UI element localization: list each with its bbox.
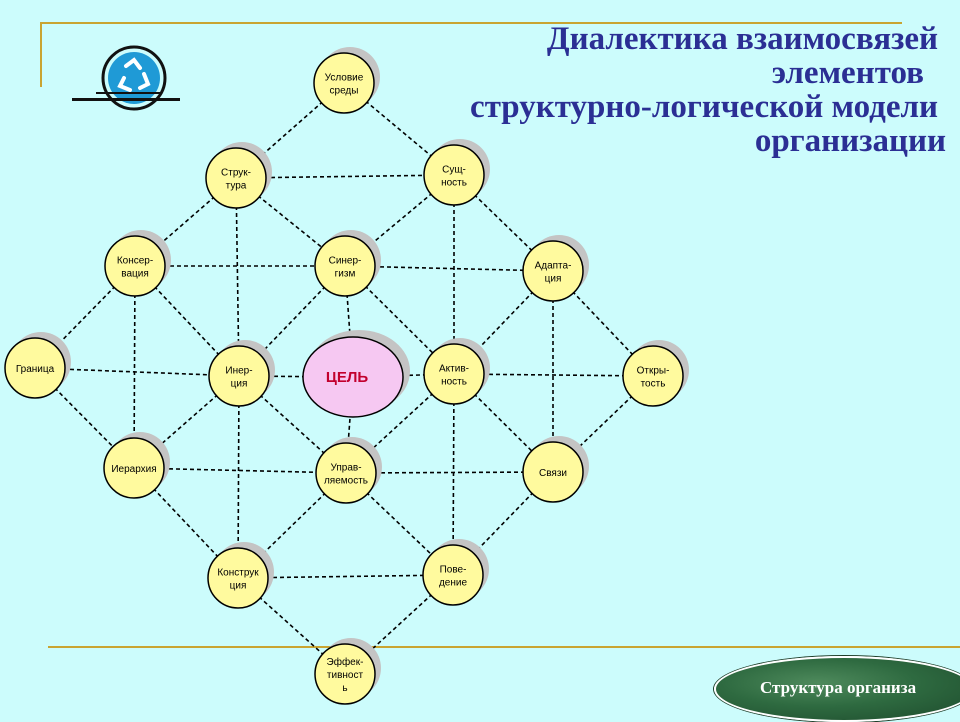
edge-aktivnost-povedenie xyxy=(452,373,455,576)
node-circle xyxy=(313,52,375,114)
title-line-1: Диалектика взаимосвязей xyxy=(546,21,938,57)
edge-struktura-inerciya xyxy=(235,177,240,377)
edge-ierarhiya-upravlyaemost xyxy=(133,467,347,474)
node-circle xyxy=(423,343,485,405)
node-inerciya: Инер-ция xyxy=(208,340,275,407)
node-label: Связи xyxy=(539,468,567,479)
node-label: Актив- xyxy=(439,364,469,375)
node-center-circle xyxy=(302,336,404,418)
node-label: тость xyxy=(641,379,666,390)
node-otkrytost: Откры-тость xyxy=(622,340,689,407)
node-uslovie: Условие среды xyxy=(313,47,380,114)
node-circle xyxy=(522,240,584,302)
node-circle xyxy=(314,643,376,705)
node-label: Сущ- xyxy=(442,165,466,176)
node-ierarhiya: Иерархия xyxy=(103,432,170,499)
node-label: Инер- xyxy=(225,366,252,377)
diagram-nodes: ЦЕЛЬУсловиесредыСтрук-тураСущ-ностьКонсе… xyxy=(4,47,689,705)
node-label: Управ- xyxy=(330,463,361,474)
node-circle xyxy=(205,147,267,209)
structure-nav-button[interactable]: Структура организа xyxy=(714,656,960,722)
node-struktura: Струк-тура xyxy=(205,142,272,209)
logo-underline-2 xyxy=(96,92,160,94)
node-label: Консер- xyxy=(117,256,153,267)
node-center-goal: ЦЕЛЬ xyxy=(302,330,410,418)
node-label: Адапта- xyxy=(535,261,572,272)
node-circle xyxy=(622,345,684,407)
left-accent-line xyxy=(40,22,42,87)
node-granica: Граница xyxy=(4,332,71,399)
node-konstrukciya: Конструк ция xyxy=(207,542,274,609)
edge-struktura-sushnost xyxy=(235,174,455,179)
bottom-accent-line xyxy=(48,646,960,648)
node-circle xyxy=(103,437,165,499)
node-circle xyxy=(522,441,584,503)
node-label: Откры- xyxy=(637,366,670,377)
title-line-3: структурно-логической модели xyxy=(470,89,938,125)
top-accent-line xyxy=(40,22,902,24)
node-circle xyxy=(207,547,269,609)
node-circle xyxy=(314,235,376,297)
node-circle xyxy=(208,345,270,407)
node-label: Иерархия xyxy=(111,464,156,475)
node-adaptaciya: Адапта-ция xyxy=(522,235,589,302)
node-label: ция xyxy=(231,379,248,390)
node-konservaciya: Консер-вация xyxy=(104,230,171,297)
node-label: дение xyxy=(439,578,468,589)
node-svyazi: Связи xyxy=(522,436,589,503)
title-line-4: организации xyxy=(754,123,946,159)
slide-title: Диалектика взаимосвязей элементов структ… xyxy=(470,22,946,158)
edge-konstrukciya-povedenie xyxy=(237,574,454,579)
structure-nav-button-label: Структура организа xyxy=(760,678,917,697)
node-label: Условие xyxy=(325,73,364,84)
node-label: ность xyxy=(441,377,467,388)
edge-granica-inerciya xyxy=(34,367,240,377)
node-label: тура xyxy=(226,181,247,192)
node-label: Пове- xyxy=(440,565,467,576)
node-label: ция xyxy=(545,274,562,285)
node-label: Граница xyxy=(16,364,55,375)
edge-inerciya-center xyxy=(238,375,354,378)
node-label: Синер- xyxy=(329,256,362,267)
recycle-logo xyxy=(100,44,168,112)
node-label: вация xyxy=(121,269,149,280)
node-label: среды xyxy=(330,86,359,97)
node-label: ция xyxy=(230,581,247,592)
node-center-label: ЦЕЛЬ xyxy=(326,369,368,386)
node-circle xyxy=(423,144,485,206)
recycle-icon xyxy=(101,45,167,111)
node-effektivnost: Эффек-тивност ь xyxy=(314,638,381,705)
node-upravlyaemost: Управ-ляемость xyxy=(315,437,382,504)
node-aktivnost: Актив-ность xyxy=(423,338,490,405)
node-circle xyxy=(315,442,377,504)
node-sushnost: Сущ-ность xyxy=(423,139,490,206)
node-circle xyxy=(422,544,484,606)
node-label: тивност xyxy=(327,670,364,681)
node-sinergizm: Синер-гизм xyxy=(314,230,381,297)
node-povedenie: Пове-дение xyxy=(422,539,489,606)
node-circle xyxy=(4,337,66,399)
logo-underline-1 xyxy=(72,98,180,101)
node-label: Струк- xyxy=(221,168,251,179)
node-circle xyxy=(104,235,166,297)
node-label: Конструк xyxy=(217,568,259,579)
node-label: ь xyxy=(342,683,347,694)
node-label: ляемость xyxy=(324,476,368,487)
node-label: ность xyxy=(441,178,467,189)
node-label: Эффек- xyxy=(327,656,364,668)
node-label: гизм xyxy=(335,269,356,280)
edge-aktivnost-otkrytost xyxy=(453,373,654,377)
title-line-2: элементов xyxy=(771,55,924,91)
